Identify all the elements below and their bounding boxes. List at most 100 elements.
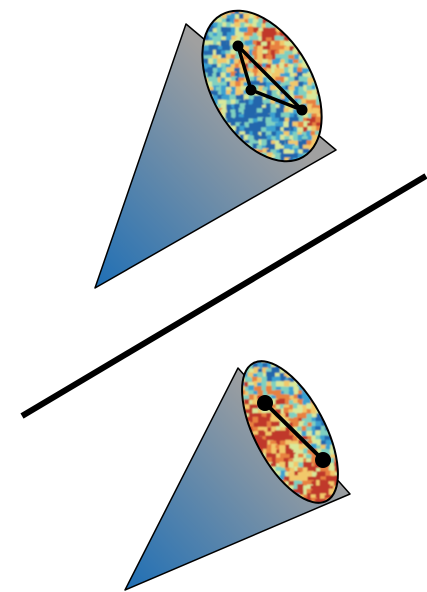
cmb-pixel [365,468,371,474]
cmb-pixel [339,512,345,518]
cmb-pixel [347,158,353,164]
cmb-pixel [294,14,300,20]
cmb-pixel [362,468,368,474]
cmb-pixel [370,387,376,393]
cmb-pixel [357,454,363,460]
cmb-pixel [253,417,259,423]
cmb-pixel [334,368,340,374]
cmb-pixel [248,350,254,356]
cmb-pixel [331,414,337,420]
cmb-pixel [356,385,362,391]
cmb-pixel [280,355,286,361]
cmb-pixel [316,386,322,392]
cmb-pixel [347,123,353,129]
cmb-pixel [356,436,362,442]
cmb-pixel [348,101,354,107]
cmb-pixel [325,14,331,20]
cmb-pixel [339,454,345,460]
cmb-pixel [213,381,219,387]
cmb-pixel [334,73,340,79]
cmb-pixel [208,396,214,402]
cmb-pixel [173,14,179,20]
cmb-pixel [343,412,349,418]
cmb-pixel [329,381,335,387]
cmb-pixel [326,0,332,1]
cmb-pixel [342,454,348,460]
cmb-pixel [339,359,345,365]
cmb-pixel [361,449,367,455]
cmb-pixel [320,76,326,82]
cmb-pixel [272,14,278,20]
cmb-pixel [330,405,336,411]
cmb-pixel [330,54,336,60]
cmb-pixel [366,409,372,415]
cmb-pixel [315,0,321,6]
cmb-pixel [347,463,353,469]
cmb-pixel [325,396,331,402]
cmb-pixel [329,132,335,138]
cmb-pixel [302,27,308,33]
cmb-pixel [290,24,296,30]
cmb-pixel [297,355,303,361]
cmb-pixel [343,481,349,487]
cmb-pixel [357,499,363,505]
cmb-pixel [266,1,272,7]
cmb-pixel [172,32,178,38]
cmb-pixel [294,359,300,365]
cmb-pixel [343,439,349,445]
cmb-pixel [348,503,354,509]
cmb-pixel [180,13,186,19]
cmb-pixel [285,18,291,24]
cmb-pixel [316,381,322,387]
cmb-pixel [312,350,318,356]
cmb-pixel [294,19,300,25]
cmb-pixel [307,46,313,52]
cmb-pixel [325,90,331,96]
cmb-pixel [213,390,219,396]
cmb-pixel [357,364,363,370]
cmb-pixel [339,150,345,156]
upper-point-2 [246,85,257,96]
cmb-pixel [326,157,332,163]
cmb-pixel [329,0,335,3]
cmb-pixel [361,363,367,369]
cmb-pixel [343,86,349,92]
cmb-pixel [321,0,327,2]
cmb-pixel [315,6,321,12]
cmb-pixel [195,23,201,29]
cmb-pixel [315,10,321,16]
cmb-pixel [344,431,350,437]
cmb-pixel [204,0,210,2]
cmb-pixel [343,467,349,473]
cmb-pixel [271,1,277,7]
cmb-pixel [326,72,332,78]
cmb-pixel [338,157,344,163]
cmb-pixel [195,0,201,6]
cmb-pixel [325,108,331,114]
cmb-pixel [263,0,269,6]
cmb-pixel [365,502,371,508]
cmb-pixel [365,435,371,441]
cmb-pixel [284,23,290,29]
cmb-pixel [362,368,368,374]
cmb-pixel [343,364,349,370]
cmb-pixel [338,413,344,419]
cmb-pixel [230,0,236,3]
cmb-pixel [366,476,372,482]
cmb-pixel [326,1,332,7]
cmb-pixel [208,408,214,414]
cmb-pixel [347,367,353,373]
cmb-pixel [362,493,368,499]
cmb-pixel [335,42,341,48]
cmb-pixel [343,127,349,133]
cmb-pixel [299,172,305,178]
cmb-pixel [208,359,214,365]
cmb-pixel [293,27,299,33]
cmb-pixel [326,351,332,357]
cmb-pixel [338,430,344,436]
cmb-pixel [325,5,331,11]
cmb-pixel [360,440,366,446]
cmb-pixel [338,118,344,124]
cmb-pixel [343,104,349,110]
cmb-pixel [343,33,349,39]
